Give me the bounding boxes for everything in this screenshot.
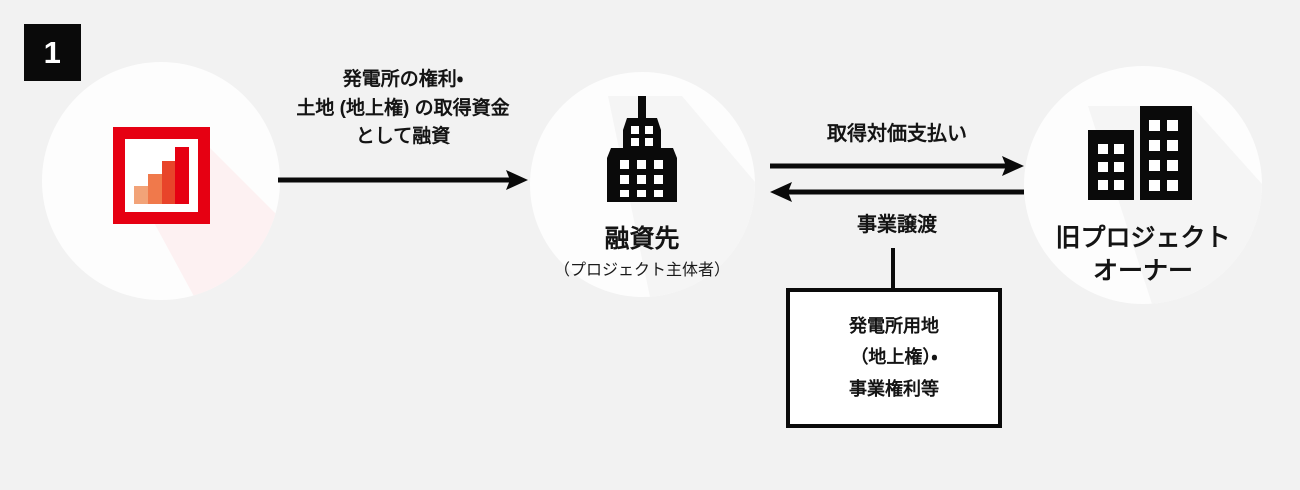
asset-box-line2: （地上権）・	[850, 347, 938, 368]
office-building-icon	[607, 96, 677, 202]
node-label-former-owner-line1: 旧プロジェクト	[1055, 224, 1231, 252]
arrow-label-loan-line2: 土地 (地上権) の取得資金	[296, 97, 510, 119]
bar-chart-icon	[113, 127, 210, 224]
node-sublabel-borrower: （プロジェクト主体者）	[553, 262, 730, 279]
asset-box: 発電所用地 （地上権）・ 事業権利等	[786, 288, 1002, 428]
arrow-acquisition-payment	[770, 156, 1024, 176]
arrow-loan	[278, 170, 528, 190]
bar-chart-bar-1	[134, 185, 148, 204]
bar-chart-bar-4	[175, 147, 189, 204]
arrow-label-payment: 取得対価支払い	[827, 123, 967, 145]
node-label-former-owner-line2: オーナー	[1092, 256, 1193, 285]
bar-chart-icon-bars	[134, 147, 189, 204]
bar-chart-icon-frame	[113, 127, 210, 224]
step-number-badge: 1	[24, 24, 81, 81]
bar-chart-icon-plot	[125, 139, 198, 212]
asset-box-line1: 発電所用地	[849, 315, 939, 336]
step-number-text: 1	[43, 35, 62, 70]
arrow-business-transfer	[770, 182, 1024, 202]
two-buildings-icon	[1088, 106, 1192, 200]
arrow-label-loan-line1: 発電所の権利・	[342, 69, 464, 90]
node-label-former-owner: 旧プロジェクト オーナー	[1023, 222, 1263, 287]
bar-chart-bar-3	[161, 160, 176, 204]
bar-chart-bar-2	[147, 173, 162, 204]
arrow-label-transfer: 事業譲渡	[857, 214, 937, 236]
asset-box-line3: 事業権利等	[849, 378, 939, 399]
arrow-label-loan-line3: として融資	[355, 126, 451, 147]
node-label-borrower: 融資先	[604, 225, 680, 253]
connector-line-transfer-to-assets	[891, 248, 895, 290]
arrow-label-loan: 発電所の権利・ 土地 (地上権) の取得資金 として融資	[258, 66, 548, 152]
